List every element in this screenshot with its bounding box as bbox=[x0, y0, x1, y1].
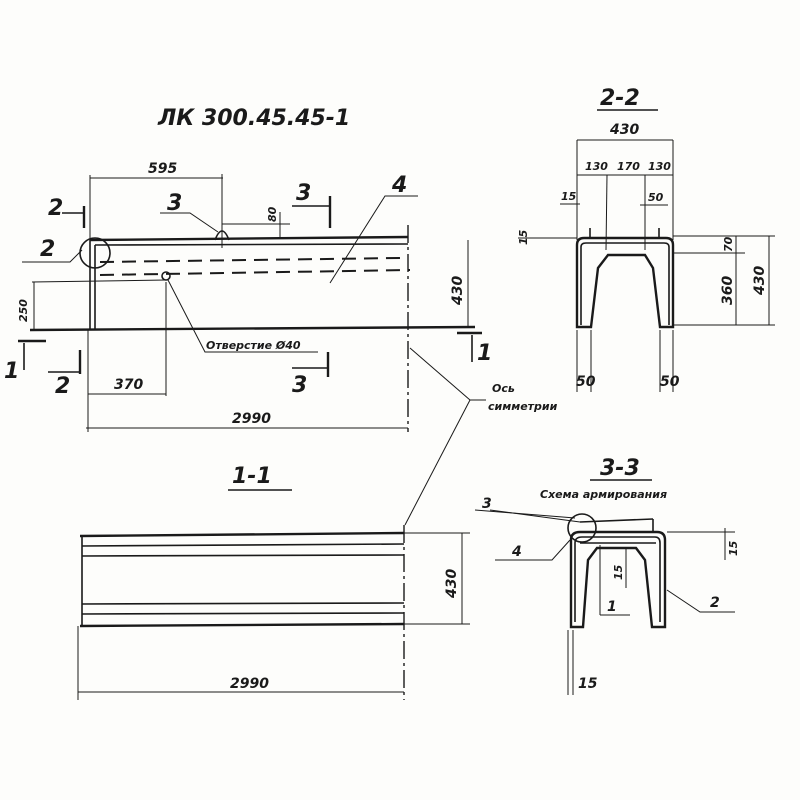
callout-3-leader bbox=[160, 212, 219, 233]
dim-430: 430 bbox=[450, 276, 466, 306]
section-mark-2-top: 2 bbox=[48, 196, 63, 221]
section-2-2-dim-50-right: 50 bbox=[660, 374, 680, 390]
section-mark-2-bottom: 2 bbox=[55, 374, 70, 399]
beam-flange-line bbox=[94, 243, 409, 246]
section-3-3-dim-15-inner: 15 bbox=[612, 564, 625, 580]
section-3-3: 3-3 Схема армирования 3 4 15 1 2 15 15 bbox=[474, 456, 740, 695]
axis-leader-2 bbox=[404, 399, 471, 526]
section-mark-3-bottom: 3 bbox=[292, 373, 307, 398]
dim-2990: 2990 bbox=[232, 411, 271, 427]
dim-370: 370 bbox=[114, 377, 143, 393]
axis-label-line1: Ось bbox=[492, 382, 515, 395]
section-3-3-callout-1: 1 bbox=[607, 599, 617, 615]
section-2-2-dim-15-flange: 15 bbox=[517, 229, 530, 245]
section-2-2-dim-430-height: 430 bbox=[752, 266, 768, 296]
section-2-2-dim-360: 360 bbox=[720, 276, 736, 305]
callout-4: 4 bbox=[391, 173, 407, 198]
section-3-3-callout-4: 4 bbox=[511, 544, 522, 560]
dim-250: 250 bbox=[17, 299, 30, 322]
section-2-2-seg-3: 130 bbox=[648, 160, 671, 173]
callout-2-leader bbox=[666, 589, 735, 613]
callout-3-leader bbox=[474, 509, 576, 519]
callout-4-leader bbox=[495, 539, 571, 561]
section-3-3-dim-15-right: 15 bbox=[727, 540, 740, 556]
ext-line bbox=[31, 279, 167, 283]
beam-top-edge bbox=[89, 235, 409, 242]
elevation-view: ЛК 300.45.45-1 595 80 3 2 4 bbox=[4, 106, 558, 526]
hole-leader bbox=[167, 279, 318, 353]
u-profile bbox=[575, 236, 675, 329]
section-2-2: 2-2 430 130 170 130 15 15 50 70 360 430 bbox=[517, 86, 775, 392]
section-2-2-dim-50-left: 50 bbox=[576, 374, 596, 390]
hidden-line-1 bbox=[99, 257, 401, 263]
hole-label: Отверстие Ø40 bbox=[206, 339, 301, 352]
callout-2-leader bbox=[22, 249, 83, 263]
u-profile bbox=[569, 530, 667, 629]
section-1-1-title: 1-1 bbox=[232, 464, 272, 489]
drawing-title: ЛК 300.45.45-1 bbox=[157, 106, 350, 131]
edge-line bbox=[81, 602, 405, 605]
section-1-1-dim-430: 430 bbox=[444, 569, 460, 599]
section-3-3-subtitle: Схема армирования bbox=[540, 488, 667, 501]
section-3-3-callout-3: 3 bbox=[482, 496, 492, 512]
hidden-line-2 bbox=[99, 269, 411, 276]
section-3-3-title: 3-3 bbox=[600, 456, 640, 481]
beam-bottom-edge bbox=[29, 325, 476, 332]
section-2-2-dim-430: 430 bbox=[609, 122, 639, 138]
section-2-2-seg-1: 130 bbox=[585, 160, 608, 173]
section-2-2-dim-70: 70 bbox=[722, 236, 735, 252]
detail-circle bbox=[79, 237, 111, 269]
section-1-1: 1-1 430 2990 bbox=[77, 464, 470, 700]
rebar-line bbox=[580, 242, 670, 325]
dim-595: 595 bbox=[148, 161, 177, 177]
callout-3: 3 bbox=[167, 191, 182, 216]
edge-line bbox=[81, 612, 405, 615]
callout-3-leader bbox=[489, 509, 581, 523]
axis-label-line2: симметрии bbox=[488, 400, 558, 413]
section-mark-1-right: 1 bbox=[477, 341, 492, 366]
section-1-1-dim-2990: 2990 bbox=[230, 676, 269, 692]
detail-circle bbox=[567, 513, 597, 543]
edge-line bbox=[79, 531, 405, 538]
section-2-2-seg-2: 170 bbox=[617, 160, 640, 173]
callout-2: 2 bbox=[40, 237, 55, 262]
section-3-3-dim-15-bottom: 15 bbox=[578, 676, 598, 692]
dim-80: 80 bbox=[266, 206, 279, 222]
edge-line bbox=[81, 543, 405, 547]
section-2-2-dim-50: 50 bbox=[648, 191, 664, 204]
callout-4-leader bbox=[329, 195, 418, 284]
section-2-2-dim-15-left: 15 bbox=[561, 190, 577, 203]
section-2-2-title: 2-2 bbox=[600, 86, 640, 111]
section-3-3-callout-2: 2 bbox=[710, 595, 720, 611]
edge-line bbox=[79, 622, 405, 628]
edge-line bbox=[81, 554, 405, 557]
section-mark-1-left: 1 bbox=[4, 359, 19, 384]
section-mark-3-top: 3 bbox=[296, 181, 311, 206]
rib-line bbox=[579, 518, 654, 523]
